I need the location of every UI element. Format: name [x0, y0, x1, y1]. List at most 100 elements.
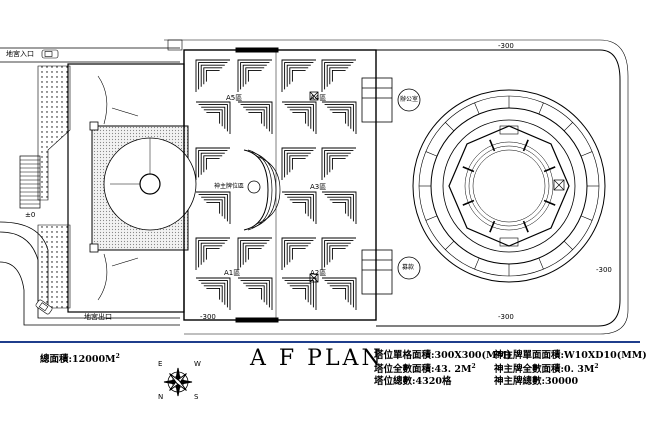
niche-row [240, 104, 270, 132]
niche-row [200, 152, 225, 175]
elevation-label-right: -300 [596, 266, 612, 274]
niche-row [329, 285, 349, 303]
total-area: 總面積:12000M2 [40, 353, 120, 366]
niche-row [203, 245, 223, 263]
niche-row [198, 62, 228, 90]
inner-wall-segment [462, 199, 475, 206]
niche-row [195, 237, 230, 270]
ring-segment [445, 122, 455, 132]
niche-row [240, 62, 270, 90]
niche-row [201, 282, 226, 305]
niche-row [326, 152, 351, 175]
inner-wall-segment [462, 166, 475, 173]
niche-row [282, 277, 317, 310]
niche-row [200, 64, 225, 87]
niche-row [201, 196, 226, 219]
niche-row [329, 199, 349, 217]
inner-wall-segment [489, 220, 496, 233]
niche-row [324, 194, 354, 222]
niche-row [242, 242, 267, 265]
niche-row [195, 147, 230, 180]
compass-w: W [194, 360, 201, 368]
niche-row [198, 240, 228, 268]
niche-row [243, 282, 268, 305]
niche-row [196, 191, 231, 224]
niche-row [205, 69, 220, 82]
niche-row [238, 101, 273, 134]
niche-row [329, 67, 349, 85]
niche-row [286, 152, 311, 175]
niche-row [281, 237, 316, 270]
niche-row [237, 59, 272, 92]
niche-row [329, 245, 349, 263]
niche-row [332, 111, 347, 124]
ring-segment [445, 240, 455, 250]
niche-row [289, 155, 309, 173]
niche-row [327, 196, 352, 219]
niche-row [284, 240, 314, 268]
left-wing [67, 63, 197, 313]
stat-total-area: 塔位全數面積:43. 2M2 [374, 363, 476, 376]
niche-row [322, 101, 357, 134]
niche-row [289, 67, 309, 85]
niche-row [326, 242, 351, 265]
niche-row [287, 106, 312, 129]
entrance-label: 地宮入口 [6, 50, 34, 58]
niche-row [196, 277, 231, 310]
niche-row [237, 237, 272, 270]
niche-row [198, 280, 228, 308]
niche-row [281, 147, 316, 180]
niche-row [321, 59, 356, 92]
ring-segment [563, 122, 573, 132]
inner-wall-segment [489, 139, 496, 152]
niche-row [198, 194, 228, 222]
ring-segment [538, 257, 544, 270]
niche-row [324, 240, 354, 268]
tablet-total-count: 神主牌總數:30000 [494, 376, 579, 387]
stat-unit-area: 塔位單格面積:300X300(MM) [374, 350, 512, 361]
niche-row [205, 247, 220, 260]
elevation-label-left: -300 [200, 313, 216, 321]
niche-row [331, 157, 346, 170]
niche-row [245, 285, 265, 303]
niche-row [198, 150, 228, 178]
niche-row [327, 282, 352, 305]
niche-row [321, 147, 356, 180]
zone-label-a5: A5區 [226, 94, 243, 102]
niche-row [291, 157, 306, 170]
landscape-strip [37, 65, 71, 309]
service-label-bottom: 募款 [402, 264, 415, 271]
tablet-total-area: 神主牌全數面積:0. 3M2 [494, 363, 599, 376]
niche-row [281, 59, 316, 92]
niche-row [286, 64, 311, 87]
niche-row [292, 111, 307, 124]
zone-label-a3: A3區 [310, 183, 327, 191]
niche-row [329, 109, 349, 127]
level-label: ±0 [25, 211, 36, 219]
niche-row [322, 191, 357, 224]
niche-row [324, 62, 354, 90]
niche-row [324, 280, 354, 308]
niche-row [238, 277, 273, 310]
niche-row [287, 282, 312, 305]
niche-row [284, 62, 314, 90]
entry-steps [19, 155, 41, 209]
niche-row [198, 104, 228, 132]
ring-segment [425, 151, 438, 157]
niche-row [203, 285, 223, 303]
niche-row [245, 245, 265, 263]
niche-row [286, 242, 311, 265]
niche-row [284, 194, 314, 222]
niche-row [245, 67, 265, 85]
compass-n: N [158, 393, 164, 401]
niche-row [200, 242, 225, 265]
niche-row [324, 150, 354, 178]
inner-wall-segment [522, 220, 529, 233]
niche-row [203, 155, 223, 173]
niche-row [324, 104, 354, 132]
niche-row [284, 150, 314, 178]
ring-segment [538, 102, 544, 115]
stat-total-count: 塔位總數:4320格 [374, 376, 452, 387]
niche-row [321, 237, 356, 270]
niche-row [289, 245, 309, 263]
